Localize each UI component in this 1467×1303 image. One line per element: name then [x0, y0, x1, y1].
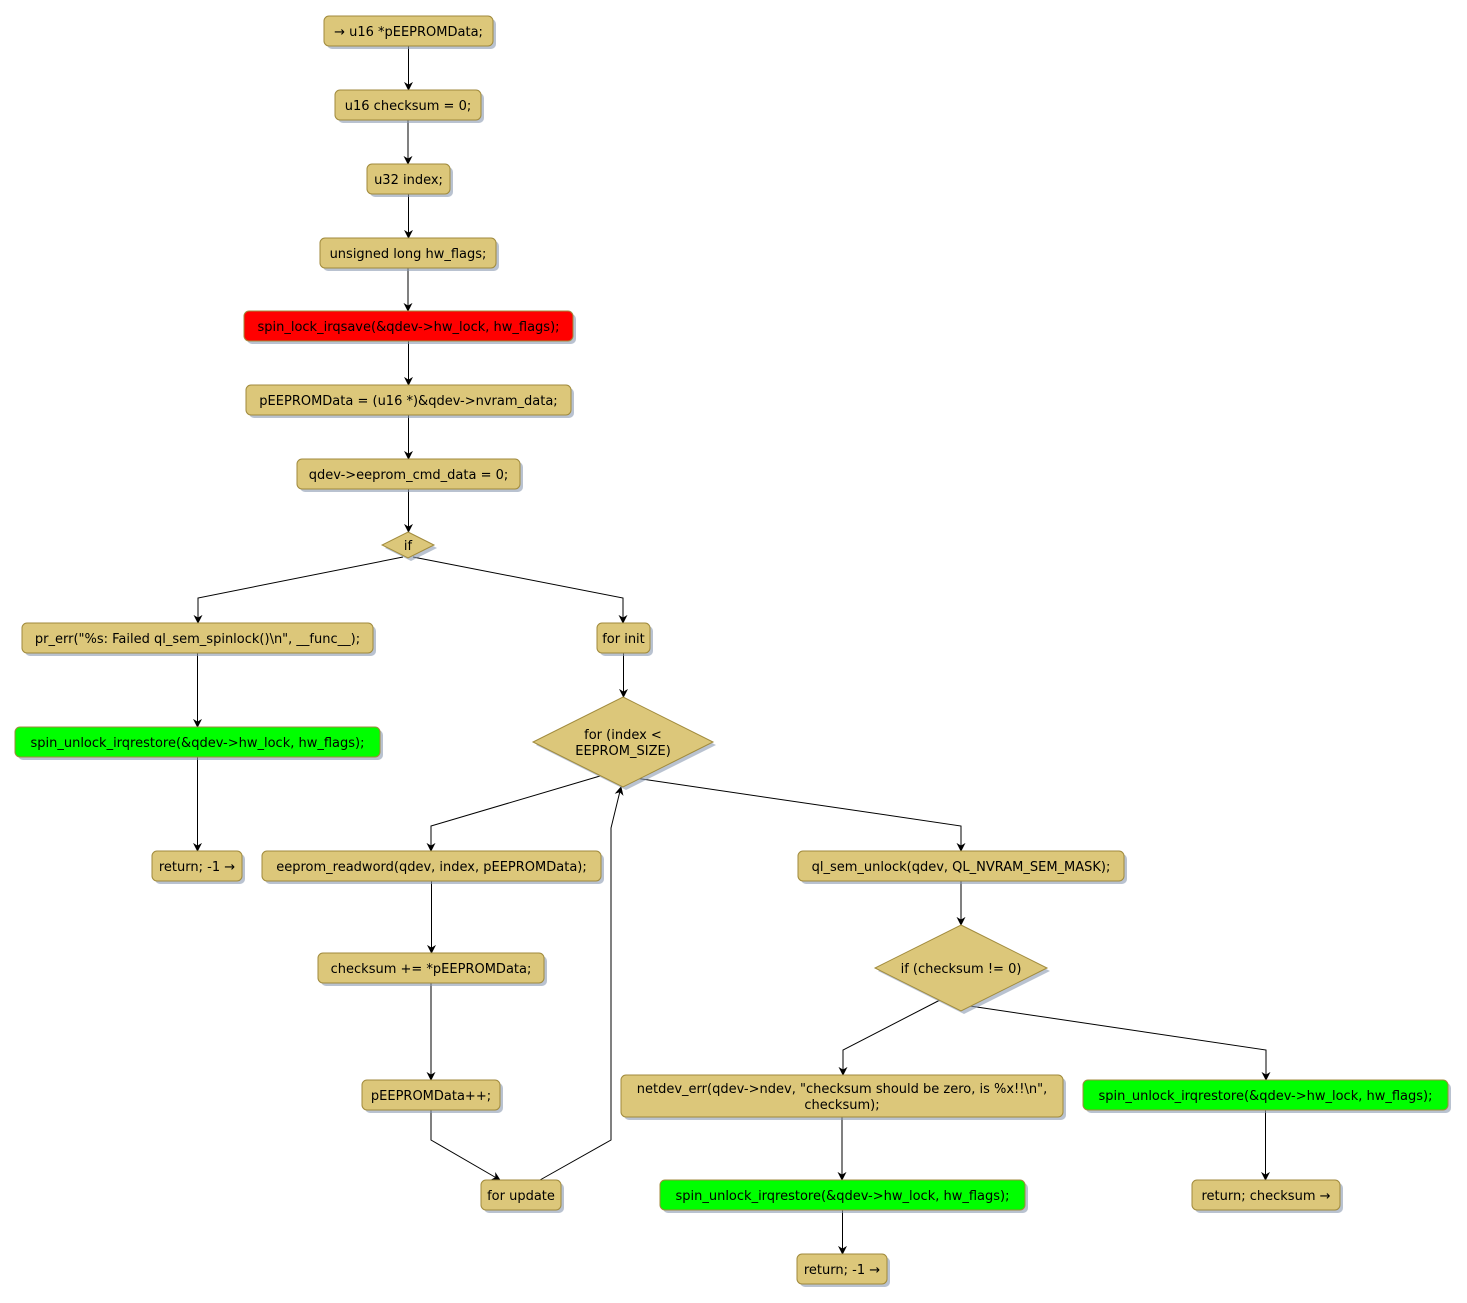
node-label: pEEPROMData++; — [371, 1089, 491, 1104]
action-n20[interactable]: return; checksum → — [1191, 1179, 1343, 1213]
action-box — [796, 1253, 888, 1285]
edge-d2-n12 — [426, 775, 601, 852]
edge-d1-n9 — [412, 556, 628, 624]
action-box — [151, 850, 243, 882]
action-n8[interactable]: pr_err("%s: Failed ql_sem_spinlock()\n",… — [21, 622, 376, 656]
action-box — [797, 850, 1125, 882]
action-n1[interactable]: → u16 *pEEPROMData; — [323, 15, 496, 49]
action-box — [620, 1074, 1064, 1118]
edge-d2-n13 — [634, 777, 966, 852]
action-box — [14, 726, 381, 758]
node-label: checksum); — [804, 1098, 879, 1113]
action-n17[interactable]: spin_unlock_irqrestore(&qdev->hw_lock, h… — [1082, 1079, 1451, 1113]
decision-d2[interactable]: for (index <EEPROM_SIZE) — [531, 696, 716, 790]
action-box — [1082, 1079, 1449, 1111]
action-box — [596, 622, 651, 654]
action-n19[interactable]: spin_unlock_irqrestore(&qdev->hw_lock, h… — [659, 1179, 1028, 1213]
node-label: if — [404, 539, 413, 554]
edge-n15-n18 — [430, 1110, 501, 1181]
action-box — [261, 850, 602, 882]
node-label: qdev->eeprom_cmd_data = 0; — [309, 468, 509, 483]
action-box — [1191, 1179, 1341, 1211]
node-label: spin_unlock_irqrestore(&qdev->hw_lock, h… — [1098, 1089, 1432, 1104]
action-n7[interactable]: qdev->eeprom_cmd_data = 0; — [296, 458, 523, 492]
edge-d3-n16 — [838, 999, 941, 1076]
node-label: u16 checksum = 0; — [345, 99, 471, 114]
action-box — [659, 1179, 1026, 1211]
node-label: unsigned long hw_flags; — [330, 247, 487, 262]
node-label: netdev_err(qdev->ndev, "checksum should … — [637, 1082, 1047, 1097]
action-box — [334, 89, 482, 121]
node-label: u32 index; — [374, 173, 443, 188]
node-label: pEEPROMData = (u16 *)&qdev->nvram_data; — [259, 394, 557, 409]
node-label: for (index < — [584, 728, 662, 743]
action-box — [323, 15, 494, 47]
action-n11[interactable]: return; -1 → — [151, 850, 245, 884]
action-n2[interactable]: u16 checksum = 0; — [334, 89, 484, 123]
node-label: spin_unlock_irqrestore(&qdev->hw_lock, h… — [30, 736, 364, 751]
action-n18[interactable]: for update — [480, 1179, 564, 1213]
node-label: ql_sem_unlock(qdev, QL_NVRAM_SEM_MASK); — [812, 860, 1111, 875]
action-box — [245, 384, 572, 416]
action-n12[interactable]: eeprom_readword(qdev, index, pEEPROMData… — [261, 850, 604, 884]
decision-d3[interactable]: if (checksum != 0) — [873, 924, 1050, 1014]
action-n21[interactable]: return; -1 → — [796, 1253, 890, 1287]
node-label: eeprom_readword(qdev, index, pEEPROMData… — [276, 860, 587, 875]
action-box — [317, 952, 545, 984]
node-label: checksum += *pEEPROMData; — [331, 962, 532, 977]
node-label: return; checksum → — [1201, 1189, 1330, 1204]
edge-n18-d2 — [539, 786, 624, 1181]
decision-shape — [873, 924, 1049, 1012]
node-label: → u16 *pEEPROMData; — [334, 25, 483, 40]
node-label: spin_unlock_irqrestore(&qdev->hw_lock, h… — [675, 1189, 1009, 1204]
action-n9[interactable]: for init — [596, 622, 653, 656]
decision-shape — [531, 696, 715, 788]
edge-d3-n17 — [969, 1005, 1271, 1081]
action-n6[interactable]: pEEPROMData = (u16 *)&qdev->nvram_data; — [245, 384, 574, 418]
node-label: return; -1 → — [804, 1263, 880, 1278]
action-n15[interactable]: pEEPROMData++; — [361, 1079, 503, 1113]
decision-shape — [380, 531, 436, 559]
action-box — [296, 458, 521, 490]
action-n4[interactable]: unsigned long hw_flags; — [319, 237, 499, 271]
node-label: EEPROM_SIZE) — [575, 744, 671, 759]
node-label: pr_err("%s: Failed ql_sem_spinlock()\n",… — [35, 632, 360, 647]
action-n3[interactable]: u32 index; — [366, 163, 453, 197]
action-n13[interactable]: ql_sem_unlock(qdev, QL_NVRAM_SEM_MASK); — [797, 850, 1127, 884]
node-label: for init — [602, 632, 645, 647]
action-box — [361, 1079, 501, 1111]
action-box — [21, 622, 374, 654]
action-n14[interactable]: checksum += *pEEPROMData; — [317, 952, 547, 986]
action-box — [243, 310, 574, 342]
action-box — [319, 237, 497, 269]
action-n16[interactable]: netdev_err(qdev->ndev, "checksum should … — [620, 1074, 1066, 1120]
action-box — [480, 1179, 562, 1211]
node-label: spin_lock_irqsave(&qdev->hw_lock, hw_fla… — [257, 320, 559, 335]
node-label: return; -1 → — [159, 860, 235, 875]
action-n5[interactable]: spin_lock_irqsave(&qdev->hw_lock, hw_fla… — [243, 310, 576, 344]
action-box — [366, 163, 451, 195]
node-label: for update — [487, 1189, 555, 1204]
decision-d1[interactable]: if — [380, 531, 437, 561]
action-n10[interactable]: spin_unlock_irqrestore(&qdev->hw_lock, h… — [14, 726, 383, 760]
edge-d1-n8 — [193, 556, 404, 624]
node-label: if (checksum != 0) — [901, 962, 1022, 977]
